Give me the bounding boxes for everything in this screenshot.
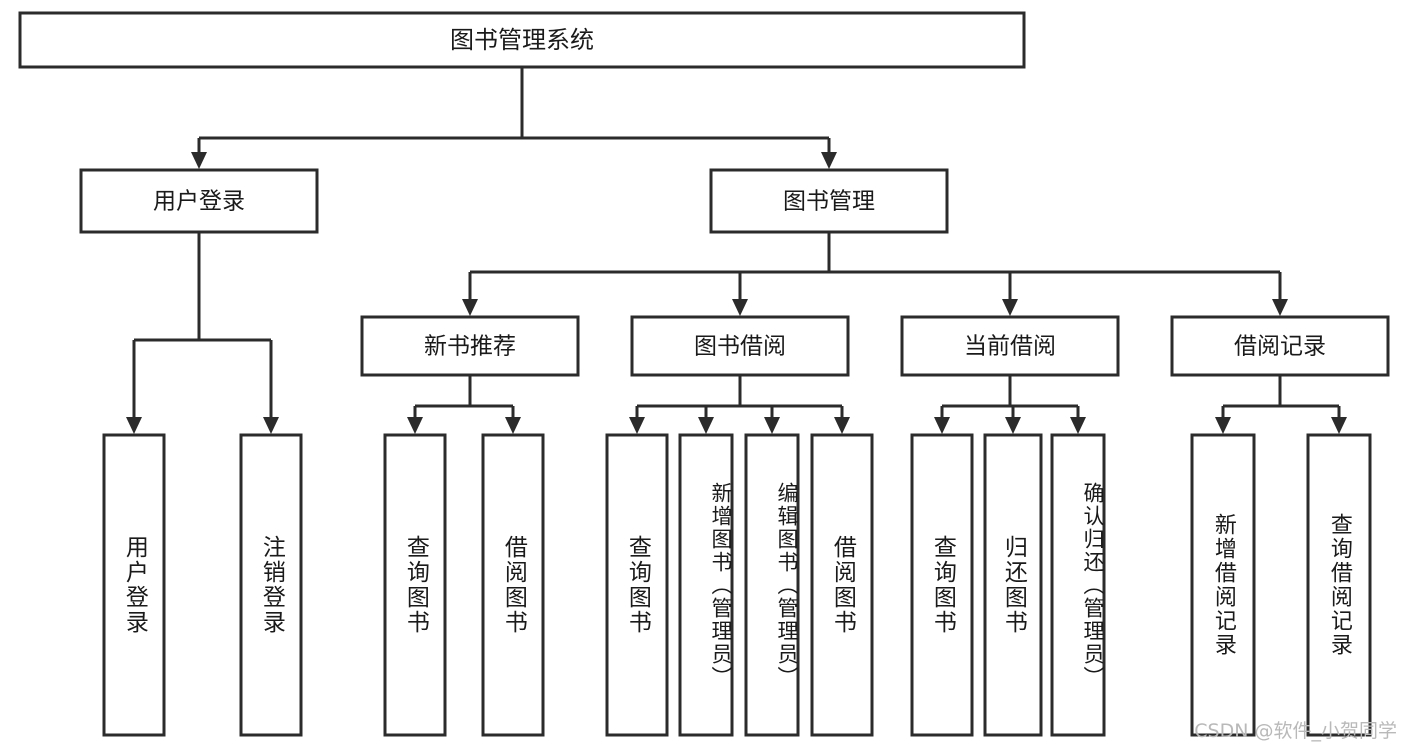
connectors-layer (126, 67, 1347, 434)
arrow-head-icon (1070, 417, 1086, 434)
arrow-head-icon (1002, 299, 1018, 316)
arrow-head-icon (126, 417, 142, 434)
node-label: 用户登录 (153, 189, 245, 215)
node-level2-user-login[interactable]: 用户登录 (79, 168, 319, 234)
arrow-head-icon (1215, 417, 1231, 434)
arrow-head-icon (698, 417, 714, 434)
node-leaf-leaf-add-borrow-record[interactable] (1190, 433, 1256, 737)
node-root-title[interactable]: 图书管理系统 (18, 11, 1026, 69)
arrow-head-icon (263, 417, 279, 434)
node-label: 新书推荐 (424, 334, 516, 360)
arrow-head-icon (629, 417, 645, 434)
arrow-head-icon (821, 152, 837, 169)
node-leaf-leaf-confirm-return-admin[interactable] (1050, 433, 1106, 737)
arrow-head-icon (1272, 299, 1288, 316)
node-leaf-leaf-query-book-1[interactable] (383, 433, 447, 737)
node-leaf-leaf-borrow-book-2[interactable] (810, 433, 874, 737)
node-leaf-leaf-user-logout[interactable] (239, 433, 303, 737)
node-level3-current-borrow[interactable]: 当前借阅 (900, 315, 1120, 377)
node-level2-book-manage[interactable]: 图书管理 (709, 168, 949, 234)
node-label: 图书管理 (783, 189, 875, 215)
node-leaf-leaf-query-book-2[interactable] (605, 433, 669, 737)
arrow-head-icon (934, 417, 950, 434)
node-level3-book-borrow[interactable]: 图书借阅 (630, 315, 850, 377)
arrow-head-icon (1005, 417, 1021, 434)
arrow-head-icon (462, 299, 478, 316)
node-leaf-leaf-borrow-book-1[interactable] (481, 433, 545, 737)
arrow-head-icon (834, 417, 850, 434)
node-leaf-leaf-query-borrow-record[interactable] (1306, 433, 1372, 737)
arrow-head-icon (505, 417, 521, 434)
arrow-head-icon (407, 417, 423, 434)
arrow-head-icon (764, 417, 780, 434)
node-level3-borrow-record[interactable]: 借阅记录 (1170, 315, 1390, 377)
node-level3-new-book-recommend[interactable]: 新书推荐 (360, 315, 580, 377)
node-leaf-leaf-user-login[interactable] (102, 433, 166, 737)
node-leaf-leaf-edit-book-admin[interactable] (744, 433, 800, 737)
node-label: 图书管理系统 (450, 26, 594, 54)
node-leaf-leaf-add-book-admin[interactable] (678, 433, 734, 737)
node-label: 借阅记录 (1234, 334, 1326, 360)
arrow-head-icon (732, 299, 748, 316)
arrow-head-icon (191, 152, 207, 169)
node-leaf-leaf-query-book-3[interactable] (910, 433, 974, 737)
node-label: 当前借阅 (964, 334, 1056, 360)
node-leaf-leaf-return-book[interactable] (983, 433, 1043, 737)
node-label: 图书借阅 (694, 334, 786, 360)
arrow-head-icon (1331, 417, 1347, 434)
